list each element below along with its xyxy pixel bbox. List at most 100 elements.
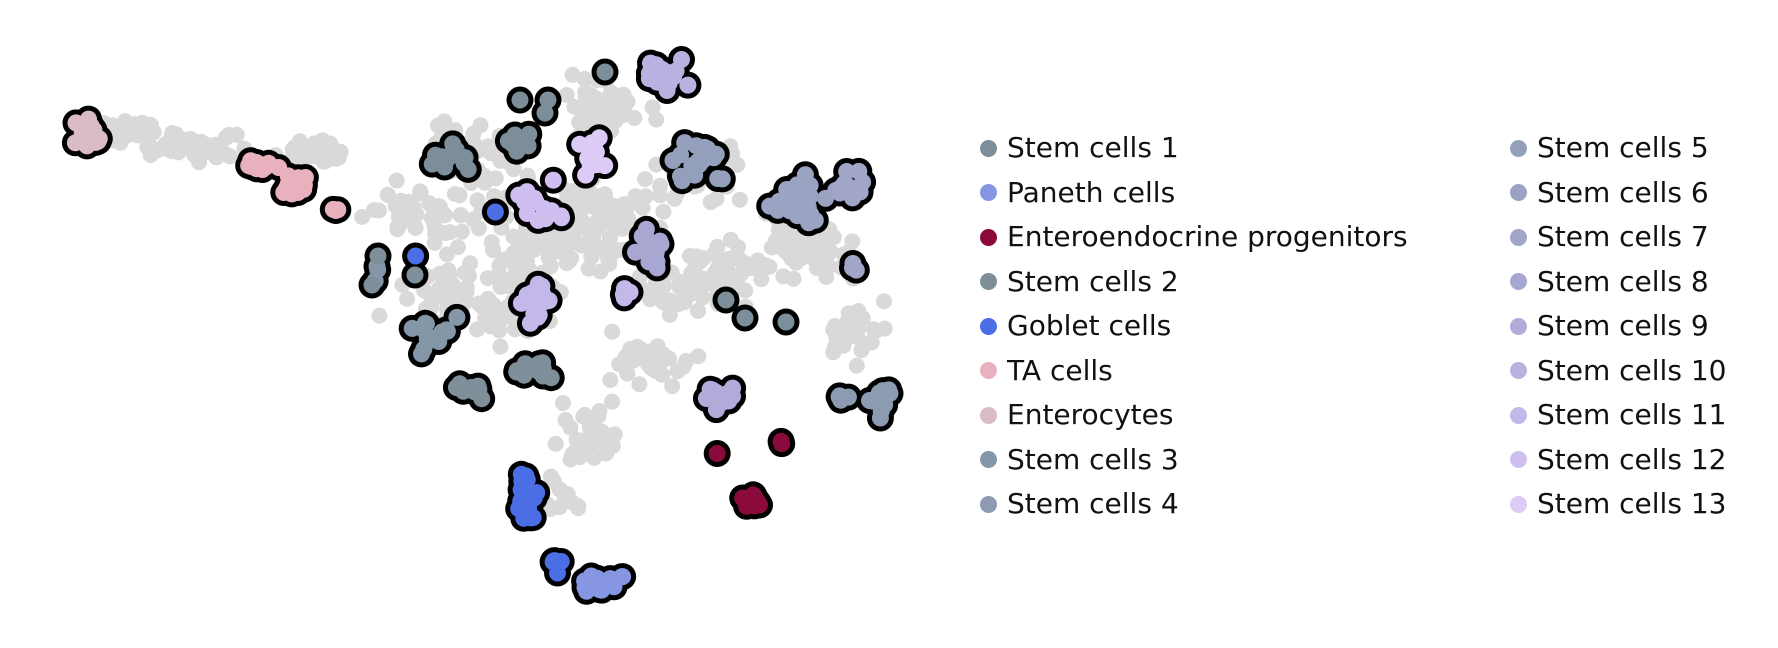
background-point xyxy=(648,111,665,128)
data-point xyxy=(525,360,543,378)
data-point xyxy=(664,152,682,169)
data-point xyxy=(844,259,862,277)
background-point xyxy=(844,233,861,250)
data-point xyxy=(369,247,387,265)
background-point xyxy=(599,194,616,211)
legend-item: Stem cells 2 xyxy=(980,260,1408,305)
data-point xyxy=(689,153,707,170)
background-point xyxy=(306,135,323,152)
background-point xyxy=(608,213,625,230)
background-point xyxy=(298,148,315,165)
background-point xyxy=(639,343,656,360)
legend-label: TA cells xyxy=(1007,353,1113,387)
legend-item: Stem cells 1 xyxy=(980,126,1408,171)
legend-label: Paneth cells xyxy=(1007,175,1176,209)
data-point xyxy=(72,119,90,137)
background-point xyxy=(876,320,893,337)
background-point xyxy=(371,307,388,324)
background-point xyxy=(505,161,522,178)
legend-item: TA cells xyxy=(980,349,1408,394)
background-point xyxy=(850,303,867,319)
data-point xyxy=(708,445,726,462)
data-point xyxy=(736,309,754,327)
background-point xyxy=(404,209,421,226)
background-point xyxy=(492,269,509,285)
background-point xyxy=(669,363,686,380)
background-point xyxy=(602,372,619,388)
background-point xyxy=(821,228,838,245)
background-point xyxy=(604,393,621,410)
data-point xyxy=(652,235,670,253)
data-point xyxy=(363,276,381,294)
data-point xyxy=(407,247,425,265)
background-point xyxy=(129,127,146,144)
legend-label: Stem cells 5 xyxy=(1537,131,1709,165)
background-point xyxy=(598,436,615,453)
background-point xyxy=(388,172,405,189)
background-point xyxy=(634,199,651,216)
background-point xyxy=(698,275,715,292)
data-point xyxy=(406,266,424,284)
background-point xyxy=(437,225,454,241)
background-point xyxy=(661,306,678,323)
background-point xyxy=(436,113,453,130)
background-point xyxy=(737,282,754,299)
legend-label: Stem cells 7 xyxy=(1537,220,1709,254)
data-point xyxy=(672,167,689,185)
legend-label: Stem cells 1 xyxy=(1007,131,1179,165)
data-point xyxy=(679,76,697,94)
background-point xyxy=(850,321,867,337)
data-point xyxy=(738,490,756,508)
background-point xyxy=(565,445,582,462)
background-point xyxy=(354,208,371,225)
data-point xyxy=(438,322,456,340)
data-point xyxy=(772,432,790,450)
legend-label: Enteroendocrine progenitors xyxy=(1007,220,1408,254)
background-point xyxy=(543,468,559,485)
background-point xyxy=(702,194,719,211)
data-point xyxy=(444,135,462,153)
background-point xyxy=(562,419,579,436)
background-point xyxy=(637,171,654,188)
background-point xyxy=(574,237,591,254)
legend-item: Stem cells 8 xyxy=(1510,260,1726,305)
background-point xyxy=(599,250,616,267)
data-point xyxy=(456,149,474,167)
background-point xyxy=(601,234,618,251)
data-point xyxy=(522,509,540,527)
background-point xyxy=(220,126,237,143)
background-point xyxy=(611,356,628,373)
data-point xyxy=(537,210,554,228)
data-point xyxy=(369,261,387,279)
legend-item: Enteroendocrine progenitors xyxy=(980,215,1408,260)
background-point xyxy=(436,269,453,286)
background-point xyxy=(848,357,865,374)
background-point xyxy=(706,246,723,263)
background-point xyxy=(661,350,678,367)
background-point xyxy=(469,321,486,338)
legend-label: Stem cells 8 xyxy=(1537,264,1709,298)
legend-label: Stem cells 6 xyxy=(1537,175,1709,209)
legend-label: Stem cells 3 xyxy=(1007,442,1179,476)
legend-swatch xyxy=(1510,495,1527,513)
background-point xyxy=(822,243,839,260)
background-point xyxy=(631,376,648,393)
data-point xyxy=(510,186,528,204)
legend-item: Paneth cells xyxy=(980,171,1408,216)
legend-swatch xyxy=(980,406,997,424)
data-point xyxy=(324,200,342,218)
data-point xyxy=(596,63,614,81)
data-point xyxy=(506,126,524,144)
data-point xyxy=(544,171,562,189)
scatter-plot xyxy=(61,46,904,605)
legend-swatch xyxy=(1510,228,1527,246)
background-point xyxy=(583,248,600,265)
background-point xyxy=(655,203,672,220)
data-point xyxy=(417,315,435,333)
legend-item: Stem cells 12 xyxy=(1510,438,1726,483)
data-point xyxy=(836,174,854,192)
background-point xyxy=(731,191,748,208)
legend-item: Stem cells 11 xyxy=(1510,393,1726,438)
legend-swatch xyxy=(1510,362,1527,380)
background-point xyxy=(487,170,504,187)
